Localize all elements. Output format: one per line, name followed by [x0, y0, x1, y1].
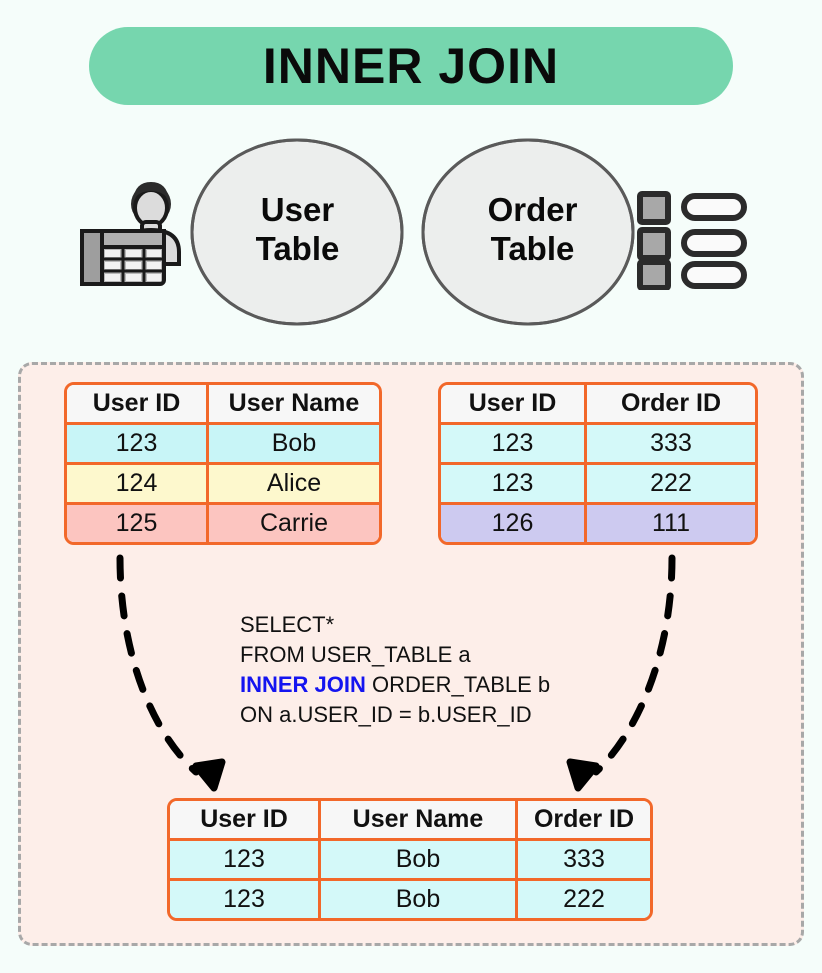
sql-line-2: FROM USER_TABLE a	[240, 642, 471, 667]
cell: 125	[67, 505, 209, 542]
list-icon	[636, 190, 748, 295]
sql-line-4: ON a.USER_ID = b.USER_ID	[240, 702, 532, 727]
column-header: User Name	[321, 801, 518, 841]
venn-svg	[190, 138, 635, 326]
column-header: User Name	[209, 385, 379, 425]
page-title: INNER JOIN	[262, 38, 560, 94]
cell: 123	[170, 841, 321, 881]
result-table: User ID User Name Order ID 123 Bob 333 1…	[167, 798, 653, 921]
cell: Alice	[209, 465, 379, 505]
cell: 222	[587, 465, 755, 505]
venn-label-user-table: User Table	[255, 191, 340, 267]
table-row: 126 111	[441, 505, 755, 542]
venn-circle-right-outline	[421, 138, 635, 326]
column-header: User ID	[441, 385, 587, 425]
table-row: 125 Carrie	[67, 505, 379, 542]
table-row: 124 Alice	[67, 465, 379, 505]
cell: 123	[441, 425, 587, 465]
column-header: Order ID	[587, 385, 755, 425]
table-row: 123 Bob 222	[170, 881, 650, 918]
venn-diagram: User Table Order Table	[0, 130, 822, 335]
cell: Bob	[321, 881, 518, 918]
cell: Bob	[321, 841, 518, 881]
cell: 126	[441, 505, 587, 542]
sql-line-1: SELECT*	[240, 612, 335, 637]
table-row: 123 Bob 333	[170, 841, 650, 881]
column-header: Order ID	[518, 801, 650, 841]
column-header: User ID	[170, 801, 321, 841]
user-spreadsheet-icon	[78, 176, 193, 291]
cell: 111	[587, 505, 755, 542]
cell: 124	[67, 465, 209, 505]
cell: 123	[441, 465, 587, 505]
cell: 123	[67, 425, 209, 465]
table-header-row: User ID User Name Order ID	[170, 801, 650, 841]
column-header: User ID	[67, 385, 209, 425]
cell: Bob	[209, 425, 379, 465]
cell: 333	[518, 841, 650, 881]
table-row: 123 Bob	[67, 425, 379, 465]
table-row: 123 333	[441, 425, 755, 465]
sql-line-3: INNER JOIN ORDER_TABLE b	[240, 670, 550, 700]
table-row: 123 222	[441, 465, 755, 505]
venn-circle-left-outline	[190, 138, 404, 326]
cell: 333	[587, 425, 755, 465]
table-header-row: User ID User Name	[67, 385, 379, 425]
cell: 123	[170, 881, 321, 918]
sql-keyword-inner-join: INNER JOIN	[240, 672, 366, 697]
user-table: User ID User Name 123 Bob 124 Alice 125 …	[64, 382, 382, 545]
title-banner: INNER JOIN	[89, 27, 733, 105]
cell: 222	[518, 881, 650, 918]
table-header-row: User ID Order ID	[441, 385, 755, 425]
sql-statement: SELECT* FROM USER_TABLE a INNER JOIN ORD…	[240, 610, 550, 730]
venn-label-order-table: Order Table	[487, 191, 578, 267]
order-table: User ID Order ID 123 333 123 222 126 111	[438, 382, 758, 545]
cell: Carrie	[209, 505, 379, 542]
sql-line-3-rest: ORDER_TABLE b	[365, 672, 551, 697]
